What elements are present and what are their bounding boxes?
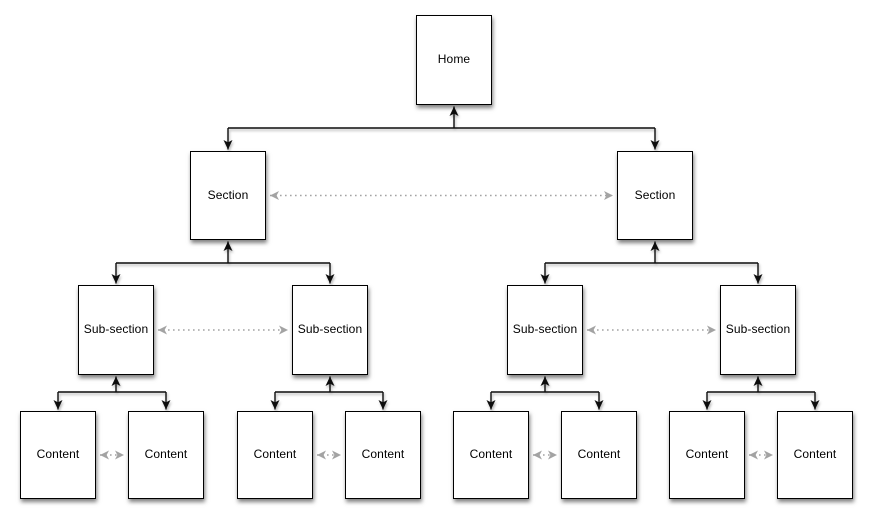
node-content-6[interactable]: Content bbox=[561, 411, 637, 499]
node-label: Home bbox=[437, 52, 471, 67]
node-label: Content bbox=[469, 447, 513, 462]
node-content-3[interactable]: Content bbox=[237, 411, 313, 499]
node-label: Sub-section bbox=[83, 322, 149, 337]
node-section-2[interactable]: Section bbox=[617, 151, 693, 240]
node-content-1[interactable]: Content bbox=[20, 411, 96, 499]
node-label: Content bbox=[36, 447, 80, 462]
node-content-8[interactable]: Content bbox=[777, 411, 853, 499]
node-label: Content bbox=[253, 447, 297, 462]
node-label: Content bbox=[793, 447, 837, 462]
node-label: Content bbox=[577, 447, 621, 462]
node-content-5[interactable]: Content bbox=[453, 411, 529, 499]
node-subsection-1[interactable]: Sub-section bbox=[78, 285, 154, 375]
node-label: Sub-section bbox=[297, 322, 363, 337]
node-content-2[interactable]: Content bbox=[128, 411, 204, 499]
node-home[interactable]: Home bbox=[416, 15, 492, 105]
node-label: Content bbox=[685, 447, 729, 462]
node-content-4[interactable]: Content bbox=[345, 411, 421, 499]
node-section-1[interactable]: Section bbox=[190, 151, 266, 240]
node-label: Sub-section bbox=[725, 322, 791, 337]
node-content-7[interactable]: Content bbox=[669, 411, 745, 499]
node-label: Sub-section bbox=[512, 322, 578, 337]
node-label: Content bbox=[144, 447, 188, 462]
node-subsection-3[interactable]: Sub-section bbox=[507, 285, 583, 375]
hierarchy-connectors bbox=[53, 106, 820, 410]
node-subsection-4[interactable]: Sub-section bbox=[720, 285, 796, 375]
node-label: Section bbox=[634, 187, 676, 202]
node-subsection-2[interactable]: Sub-section bbox=[292, 285, 368, 375]
node-label: Content bbox=[361, 447, 405, 462]
sibling-connectors bbox=[100, 191, 773, 460]
node-label: Section bbox=[207, 187, 249, 202]
